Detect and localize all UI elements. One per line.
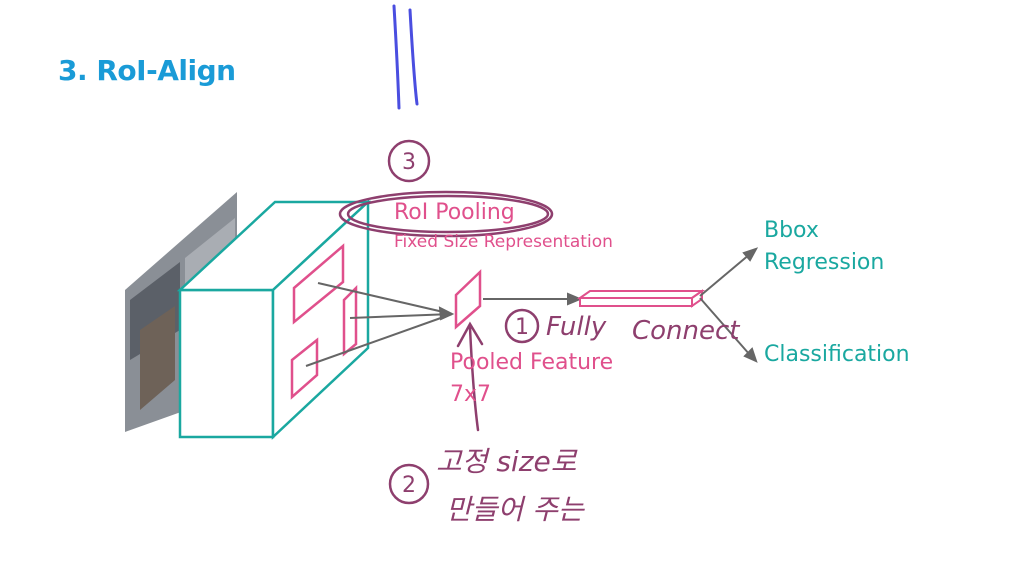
annotation-korean-line1: 고정 size로 (436, 445, 577, 478)
circle-2-label: 2 (402, 473, 416, 498)
annotation-fully: Fully (546, 312, 607, 342)
circle-3-label: 3 (402, 150, 416, 175)
page-title: 3. RoI-Align (58, 54, 236, 87)
circle-1 (504, 308, 540, 344)
roi-pooling-label: RoI Pooling (394, 200, 515, 225)
roi-to-pooled-arrows (305, 282, 455, 367)
circle-3 (387, 139, 431, 183)
pooled-to-fc-arrow (483, 292, 583, 306)
annotation-connect: Connect (632, 316, 740, 346)
up-arrow-to-pooled (456, 321, 484, 432)
pooled-feature-size: 7x7 (450, 382, 492, 407)
circle-2 (388, 463, 430, 505)
blue-marker-strokes (392, 4, 419, 110)
fc-layer (576, 289, 706, 308)
fc-output-arrows (699, 247, 759, 363)
roi-box-2 (342, 284, 358, 357)
pooled-feature-label: Pooled Feature (450, 350, 614, 375)
handwritten-marks (338, 4, 554, 505)
roi-box-1 (292, 243, 345, 325)
classification-label: Classification (764, 342, 910, 367)
roi-regions (290, 243, 358, 400)
annotation-korean-line2: 만들어 주는 (446, 493, 584, 526)
roi-box-3 (290, 337, 319, 400)
bbox-regression-label-line1: Bbox (764, 218, 819, 243)
circle-1-label: 1 (515, 315, 529, 340)
roi-pooling-oval (338, 190, 554, 238)
roi-pooling-subtitle: Fixed Size Representation (394, 232, 613, 252)
pooled-feature-box (454, 269, 482, 330)
bbox-regression-label-line2: Regression (764, 250, 885, 275)
